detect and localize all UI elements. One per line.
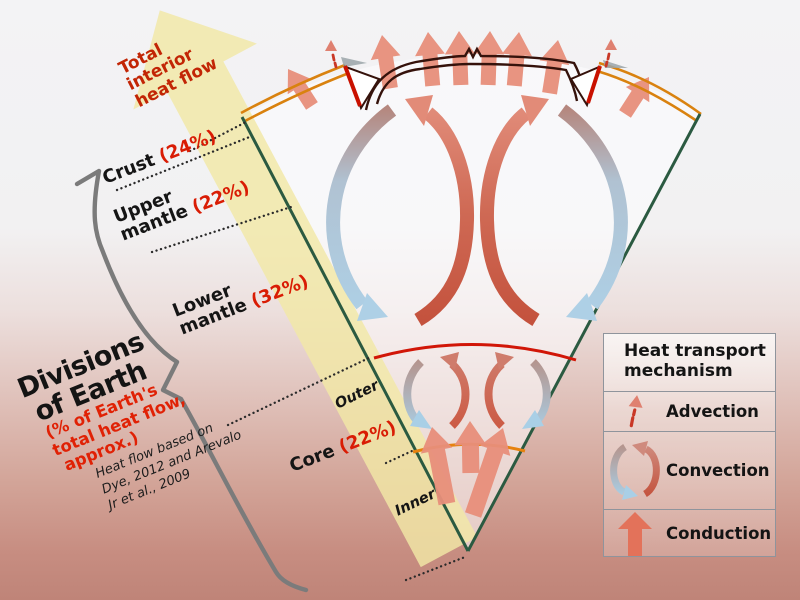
wedge-edges bbox=[240, 113, 702, 552]
convection-arrows-icon bbox=[604, 440, 666, 502]
advection-arrows bbox=[325, 39, 617, 69]
crust-plates bbox=[240, 46, 702, 123]
right-volcano-icon bbox=[603, 60, 628, 68]
conduction-arrow-icon bbox=[604, 511, 666, 556]
legend-label-advection: Advection bbox=[666, 402, 759, 421]
crust-conduction-arrows bbox=[287, 31, 650, 118]
legend-label-conduction: Conduction bbox=[666, 524, 772, 543]
advection-arrow-icon bbox=[604, 394, 666, 430]
core-conduction-arrows bbox=[420, 421, 511, 518]
outer-core-convection bbox=[403, 352, 551, 429]
legend-title: Heat transport mechanism bbox=[624, 341, 766, 382]
mantle-convection-cell-left bbox=[326, 95, 475, 327]
legend-label-convection: Convection bbox=[666, 461, 770, 480]
left-slab-red-edge bbox=[343, 65, 362, 107]
left-volcano-icon bbox=[341, 57, 367, 67]
mantle-convection-cell-right bbox=[479, 95, 628, 327]
legend-row-conduction: Conduction bbox=[604, 509, 775, 557]
legend-row-advection: Advection bbox=[604, 391, 775, 431]
core-mantle-boundary-line bbox=[373, 342, 577, 362]
right-slab-red-edge bbox=[586, 65, 602, 104]
layer-boundary-leader-lines bbox=[115, 120, 467, 582]
earth-wedge bbox=[242, 55, 700, 551]
total-heat-flow-arrow bbox=[133, 10, 478, 568]
legend-row-convection: Convection bbox=[604, 431, 775, 509]
divisions-bracket bbox=[74, 168, 309, 593]
legend-box: Heat transport mechanism Advection bbox=[603, 333, 776, 557]
